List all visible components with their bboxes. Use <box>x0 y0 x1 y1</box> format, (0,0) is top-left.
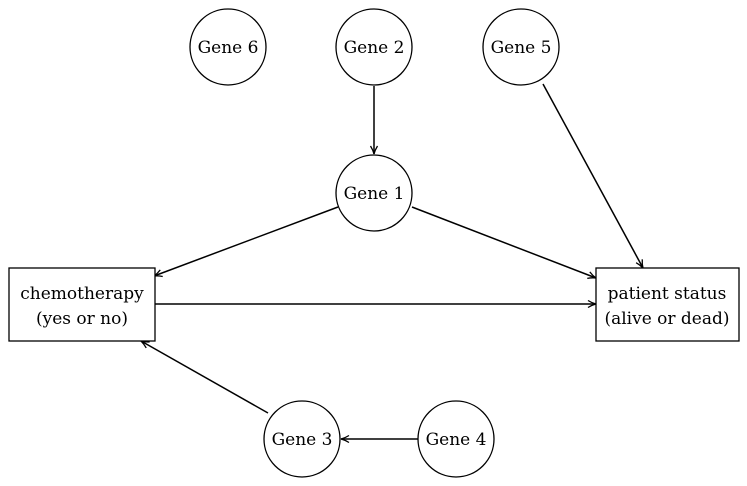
gene-2-label: Gene 2 <box>344 38 405 58</box>
edge-gene1-to-patient-status <box>411 206 597 280</box>
edge-gene3-to-chemotherapy <box>140 340 269 414</box>
node-gene-1: Gene 1 <box>335 154 413 232</box>
gene-5-circle <box>482 8 560 86</box>
gene-5-label: Gene 5 <box>491 38 552 58</box>
patient-status-label-line-1: patient status <box>608 284 727 304</box>
edge-gene5-to-patient-status <box>542 83 644 269</box>
patient-status-box <box>595 267 740 342</box>
node-chemotherapy: chemotherapy (yes or no) <box>8 267 156 342</box>
gene-6-circle <box>189 8 267 86</box>
chemotherapy-label-line-1: chemotherapy <box>20 284 144 304</box>
gene-1-circle <box>335 154 413 232</box>
chemotherapy-box <box>8 267 156 342</box>
gene-2-circle <box>335 8 413 86</box>
node-gene-6: Gene 6 <box>189 8 267 86</box>
node-gene-5: Gene 5 <box>482 8 560 86</box>
gene-3-label: Gene 3 <box>272 430 333 450</box>
gene-1-label: Gene 1 <box>344 184 405 204</box>
gene-6-label: Gene 6 <box>198 38 259 58</box>
node-gene-3: Gene 3 <box>263 400 341 478</box>
node-gene-2: Gene 2 <box>335 8 413 86</box>
node-gene-4: Gene 4 <box>417 400 495 478</box>
edges-layer <box>140 83 644 444</box>
chemotherapy-label-line-2: (yes or no) <box>36 309 128 329</box>
gene-4-label: Gene 4 <box>426 430 487 450</box>
edge-gene1-to-chemotherapy <box>153 206 339 278</box>
gene-4-circle <box>417 400 495 478</box>
gene-3-circle <box>263 400 341 478</box>
patient-status-label-line-2: (alive or dead) <box>604 309 729 329</box>
nodes-layer: Gene 6 Gene 2 Gene 5 Gene 1 Gene 3 Gene … <box>8 8 740 478</box>
node-patient-status: patient status (alive or dead) <box>595 267 740 342</box>
